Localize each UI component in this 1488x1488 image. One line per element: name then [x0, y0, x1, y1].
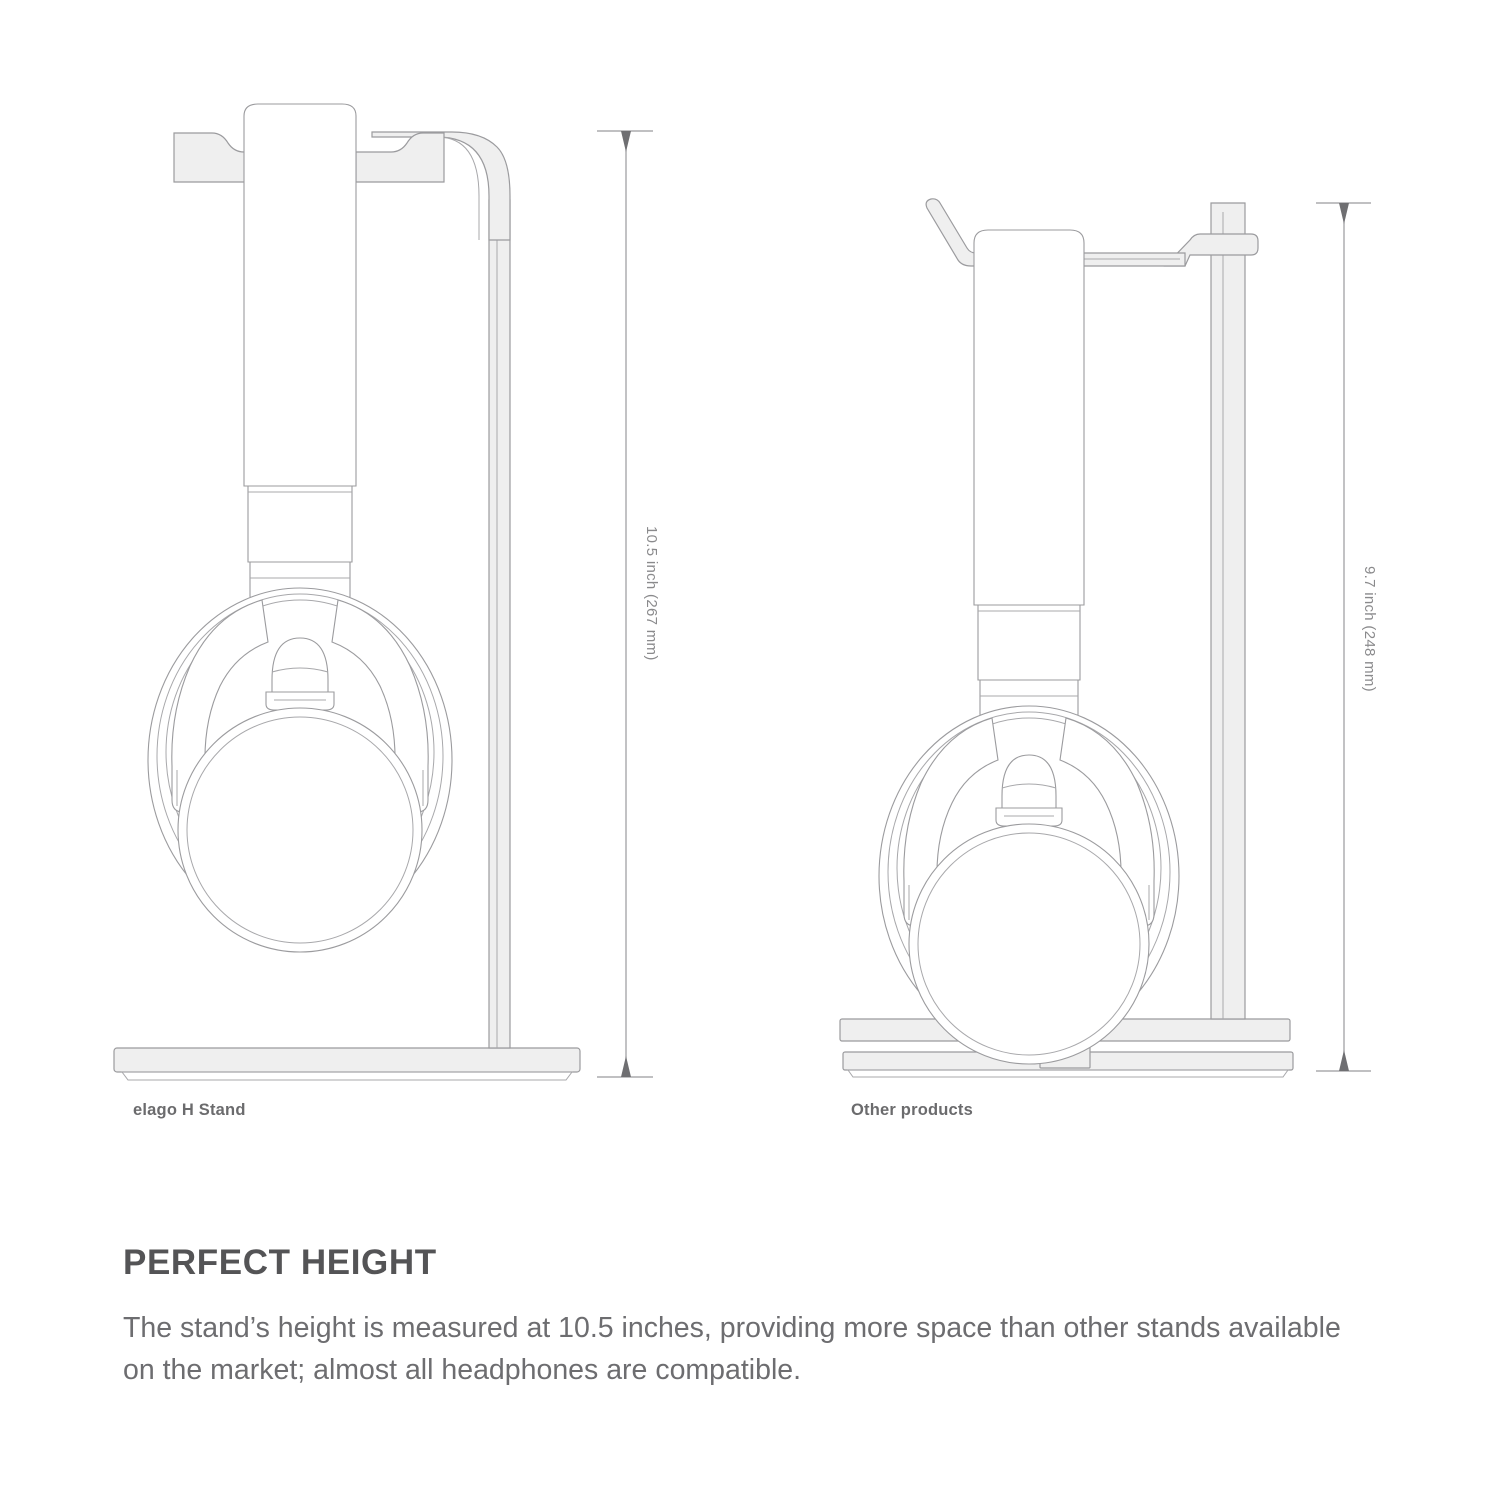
section-heading: PERFECT HEIGHT: [123, 1243, 437, 1282]
section-body-text: The stand’s height is measured at 10.5 i…: [123, 1311, 1341, 1386]
right-dimension-label: 9.7 inch (248 mm): [1361, 566, 1378, 692]
right-stand-post: [1210, 202, 1246, 1020]
left-stand-cradle-arm: [371, 131, 511, 241]
left-stand-post: [488, 199, 511, 1049]
right-headphone-headband: [973, 229, 1085, 725]
left-headphone-driver-ring: [177, 707, 423, 953]
left-dimension-line: [597, 130, 653, 1078]
right-headphone-driver-ring: [908, 823, 1150, 1065]
right-assembly: [839, 198, 1294, 1078]
height-comparison-diagram: .ln { fill: none; stroke: #9b9b9e; strok…: [113, 103, 1378, 1119]
right-stand-hook-bar: [925, 198, 1259, 267]
diagram-canvas: .ln { fill: none; stroke: #9b9b9e; strok…: [113, 103, 1371, 1081]
right-dimension-line: [1316, 202, 1371, 1072]
description-block: PERFECT HEIGHT The stand’s height is mea…: [123, 1243, 1373, 1392]
left-headphone-hinge-detail: [265, 637, 335, 711]
left-dimension-label: 10.5 inch (267 mm): [643, 526, 660, 661]
right-headphone-hinge-detail: [995, 754, 1063, 827]
left-assembly: [113, 103, 581, 1081]
left-product-label: elago H Stand: [133, 1101, 246, 1119]
left-headphone-headband: [243, 103, 357, 607]
left-stand-base: [113, 1047, 581, 1081]
right-product-label: Other products: [851, 1101, 973, 1119]
